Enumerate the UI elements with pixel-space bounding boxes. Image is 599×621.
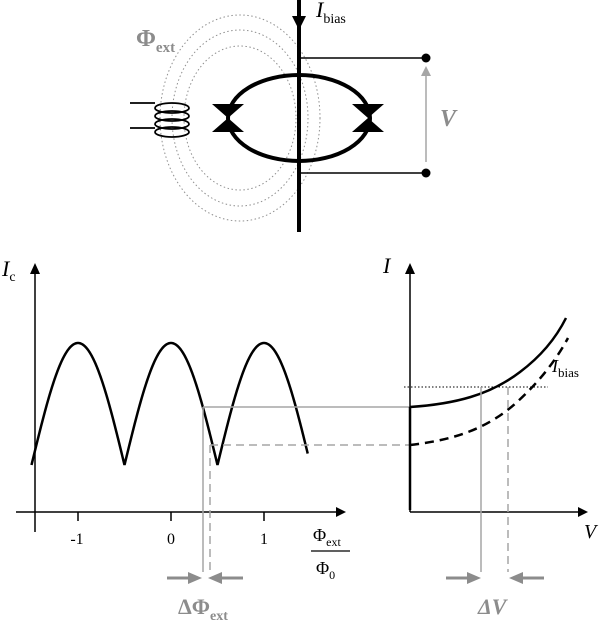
bias-current-plot-label: Ibias	[551, 356, 579, 380]
voltage-axis-label: V	[584, 521, 599, 543]
projection-lines	[202, 406, 410, 572]
terminal-bottom	[421, 168, 431, 178]
svg-text:Φ0: Φ0	[316, 558, 335, 582]
x-tick-0: 0	[167, 531, 175, 548]
left-y-axis-arrow-icon	[30, 263, 40, 274]
voltage-arrow-icon	[421, 66, 431, 76]
terminal-top	[421, 53, 431, 63]
voltage-label: V	[440, 106, 458, 132]
iv-curve-plot: I V Ibias ΔV	[382, 253, 599, 619]
critical-current-label: Ic	[1, 256, 16, 285]
x-tick-1: 1	[260, 531, 268, 548]
delta-voltage-label: ΔV	[477, 594, 509, 619]
flux-ratio-label: Φext Φ0	[311, 525, 350, 582]
bias-current-label: Ibias	[315, 0, 346, 27]
voltage-leads	[299, 57, 426, 174]
bias-arrow-icon	[292, 16, 306, 30]
x-tick-minus-1: -1	[70, 531, 83, 548]
iv-curve-solid	[409, 317, 568, 409]
critical-current-curve	[30, 341, 309, 466]
left-x-axis-arrow-icon	[336, 507, 346, 517]
delta-flux-arrows	[167, 572, 243, 584]
delta-flux-label: ΔΦext	[178, 594, 228, 621]
flux-ext-label: Φext	[136, 26, 175, 56]
flux-field-lines	[159, 14, 321, 222]
iv-curve-dashed	[409, 337, 570, 447]
josephson-junction-right-icon	[352, 104, 384, 132]
squid-schematic: Φext Ibias V	[130, 0, 458, 232]
svg-text:Φext: Φext	[313, 525, 341, 549]
critical-current-plot: -1 0 1 Ic Φext Φ0 ΔΦext	[1, 256, 350, 621]
josephson-junction-left-icon	[212, 104, 244, 132]
right-x-axis-arrow-icon	[578, 507, 588, 517]
delta-voltage-arrows	[446, 572, 544, 584]
left-x-ticks	[77, 512, 265, 521]
current-axis-label: I	[382, 253, 392, 278]
right-y-axis-arrow-icon	[405, 263, 415, 274]
coil-icon	[130, 102, 190, 138]
